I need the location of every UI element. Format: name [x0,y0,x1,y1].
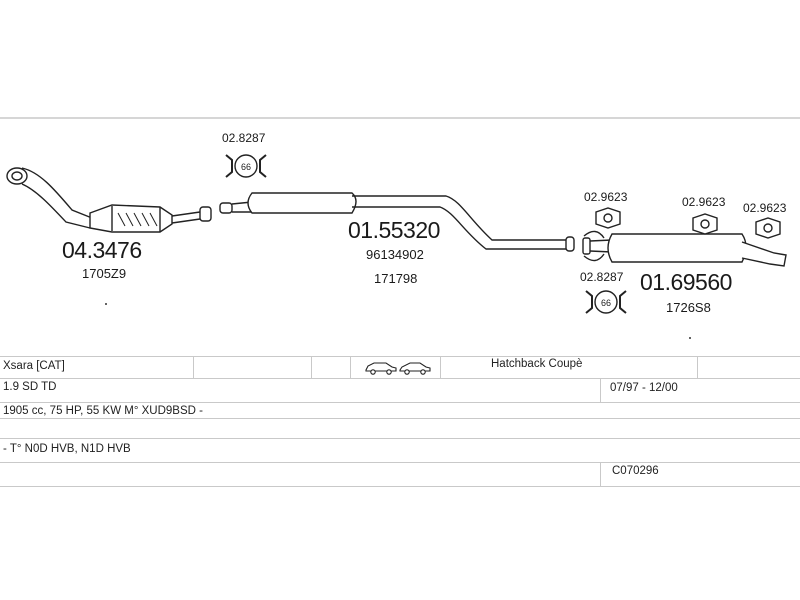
car-hatchback-icon [365,362,397,375]
catalyst-part-number: 04.3476 [62,237,142,263]
variant-cell: - T° N0D HVB, N1D HVB [3,443,131,455]
rear-clamp-icon[interactable]: 66 [585,290,627,314]
catalyst-code: 1705Z9 [82,266,127,281]
rear-clamp-number: 02.8287 [580,270,624,284]
rear-inlet-ring-icon [583,230,605,262]
table-divider [0,378,800,379]
rubber-mount-icon[interactable] [692,213,718,235]
table-divider [0,356,800,357]
rear-silencer-number: 01.69560 [640,269,732,295]
rear-silencer-code: 1726S8 [666,300,711,315]
middle-silencer-number: 01.55320 [348,217,440,243]
table-col-divider [311,356,312,378]
rubber-mount-number: 02.9623 [743,201,787,215]
table-col-divider [193,356,194,378]
middle-silencer-oe: 96134902 [366,247,424,262]
table-divider [0,402,800,403]
body-type-cell: Hatchback Coupè [491,358,583,370]
spec-cell: 1905 cc, 75 HP, 55 KW M° XUD9BSD - [3,405,203,417]
table-col-divider [600,378,601,402]
middle-silencer-part[interactable] [219,192,575,252]
body-type-icons [365,362,431,375]
middle-silencer-code: 171798 [374,271,418,286]
years-cell: 07/97 - 12/00 [610,382,678,394]
table-divider [0,438,800,439]
car-coupe-icon [399,362,431,375]
table-divider [0,462,800,463]
rubber-mount-number: 02.9623 [682,195,726,209]
engine-cell: 1.9 SD TD [3,381,57,393]
table-divider [0,486,800,487]
front-clamp-number: 02.8287 [222,131,266,145]
rubber-mount-icon[interactable] [595,207,621,229]
catalog-code-cell: C070296 [612,465,659,477]
rubber-mount-icon[interactable] [755,217,781,239]
catalyst-part[interactable] [6,167,212,233]
table-col-divider [697,356,698,378]
svg-text:66: 66 [241,162,251,172]
table-col-divider [440,356,441,378]
rear-silencer-part[interactable] [582,233,787,267]
svg-text:66: 66 [601,298,611,308]
table-divider [0,418,800,419]
front-clamp-icon[interactable]: 66 [225,154,267,178]
table-col-divider [600,462,601,486]
model-cell: Xsara [CAT] [3,360,65,372]
rubber-mount-number: 02.9623 [584,190,628,204]
table-col-divider [350,356,351,378]
